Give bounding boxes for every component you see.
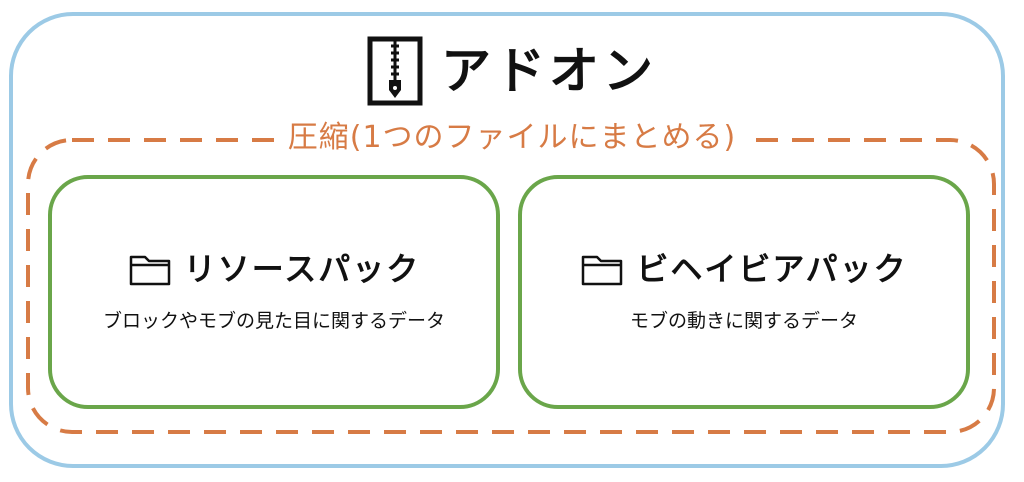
resource-pack-box: リソースパック ブロックやモブの見た目に関するデータ: [48, 175, 500, 409]
behavior-pack-heading: ビヘイビアパック: [522, 247, 966, 291]
zip-file-icon: [367, 36, 423, 106]
addon-title: アドオン: [441, 42, 657, 100]
resource-pack-description: ブロックやモブの見た目に関するデータ: [102, 310, 445, 332]
addon-frame: [9, 12, 1005, 468]
resource-pack-heading: リソースパック: [52, 247, 496, 291]
addon-header: アドオン: [0, 36, 1024, 106]
folder-icon: [582, 255, 623, 286]
behavior-pack-title: ビヘイビアパック: [636, 250, 908, 288]
resource-pack-title: リソースパック: [183, 250, 421, 288]
behavior-pack-description: モブの動きに関するデータ: [629, 310, 858, 332]
folder-icon: [129, 255, 171, 286]
behavior-pack-box: ビヘイビアパック モブの動きに関するデータ: [518, 175, 970, 409]
